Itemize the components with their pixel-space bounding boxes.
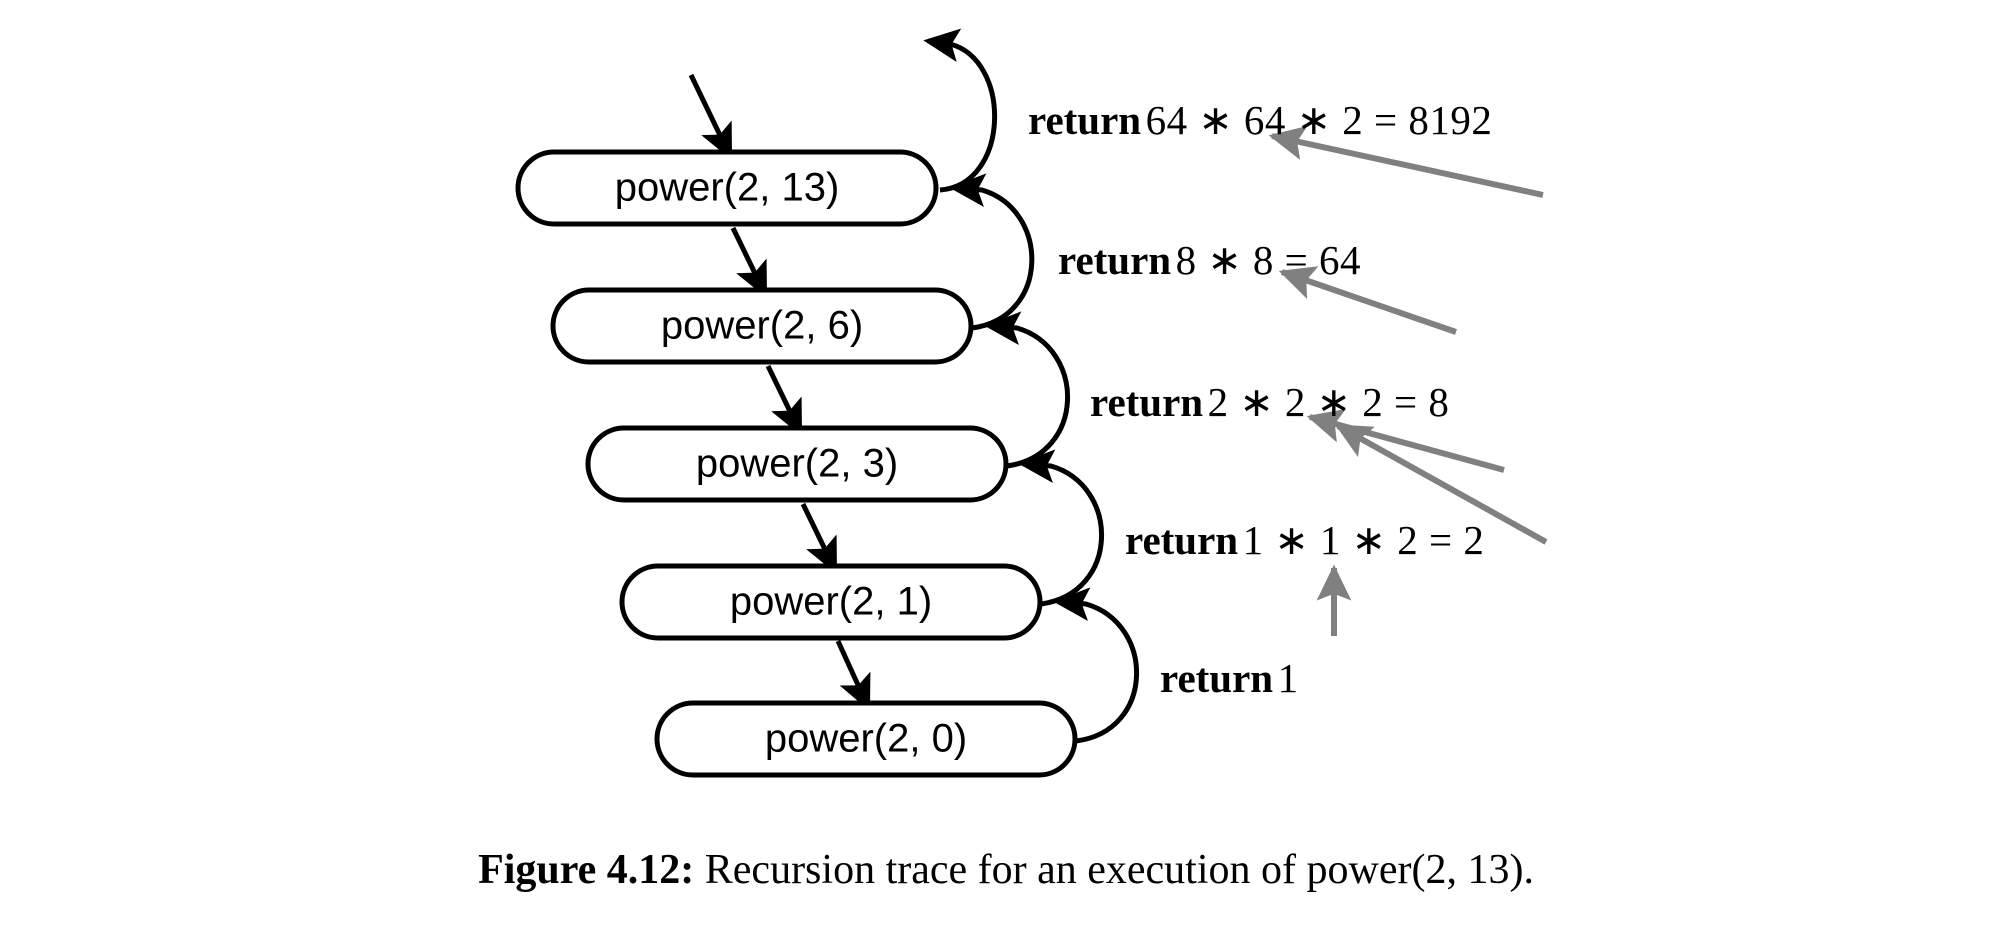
- return-expression: 2 ∗ 2 ∗ 2 = 8: [1207, 379, 1450, 425]
- gray-pointer-2: [1335, 423, 1548, 545]
- return-expression: 8 ∗ 8 = 64: [1175, 237, 1362, 283]
- call-arrow-6-to-3: [765, 364, 803, 437]
- entry-call-arrow: [688, 73, 733, 161]
- frame-box-0[interactable]: power(2, 13): [515, 149, 939, 227]
- frame-box-3[interactable]: power(2, 1): [619, 563, 1043, 641]
- return-expression: 1: [1277, 655, 1299, 701]
- return-keyword: return: [1160, 655, 1274, 701]
- return-label-2: return 1 ∗ 1 ∗ 2 = 2: [1125, 520, 1484, 561]
- return-label-64: return 8 ∗ 8 = 64: [1058, 240, 1361, 281]
- return-label-8192: return 64 ∗ 64 ∗ 2 = 8192: [1028, 100, 1492, 141]
- frame-box-1[interactable]: power(2, 6): [550, 287, 974, 365]
- return-label-8: return 2 ∗ 2 ∗ 2 = 8: [1090, 382, 1449, 423]
- call-arrow-1-to-0: [835, 639, 871, 712]
- return-expression: 1 ∗ 1 ∗ 2 = 2: [1242, 517, 1485, 563]
- frame-box-label: power(2, 1): [730, 580, 932, 624]
- return-keyword: return: [1028, 97, 1142, 143]
- gray-pointer-8192: [1268, 125, 1544, 198]
- return-keyword: return: [1125, 517, 1239, 563]
- call-arrow-13-to-6: [730, 226, 768, 299]
- gray-pointer-64: [1278, 266, 1457, 335]
- figure-caption-number: Figure 4.12:: [478, 847, 695, 893]
- frame-box-label: power(2, 6): [661, 304, 863, 348]
- figure-caption: Figure 4.12: Recursion trace for an exec…: [0, 846, 2012, 894]
- frame-box-label: power(2, 13): [615, 166, 840, 210]
- frame-box-2[interactable]: power(2, 3): [585, 425, 1009, 503]
- return-expression: 64 ∗ 64 ∗ 2 = 8192: [1145, 97, 1493, 143]
- figure-caption-text: Recursion trace for an execution of powe…: [694, 847, 1534, 893]
- final-return-arrow: [923, 28, 998, 193]
- call-arrow-3-to-1: [800, 502, 838, 575]
- return-keyword: return: [1058, 237, 1172, 283]
- frame-box-label: power(2, 3): [696, 442, 898, 486]
- frame-box-4[interactable]: power(2, 0): [654, 700, 1078, 778]
- return-arrow-0-to-1: [1053, 587, 1140, 744]
- return-keyword: return: [1090, 379, 1204, 425]
- return-label-1: return 1: [1160, 658, 1299, 699]
- frame-box-label: power(2, 0): [765, 717, 967, 761]
